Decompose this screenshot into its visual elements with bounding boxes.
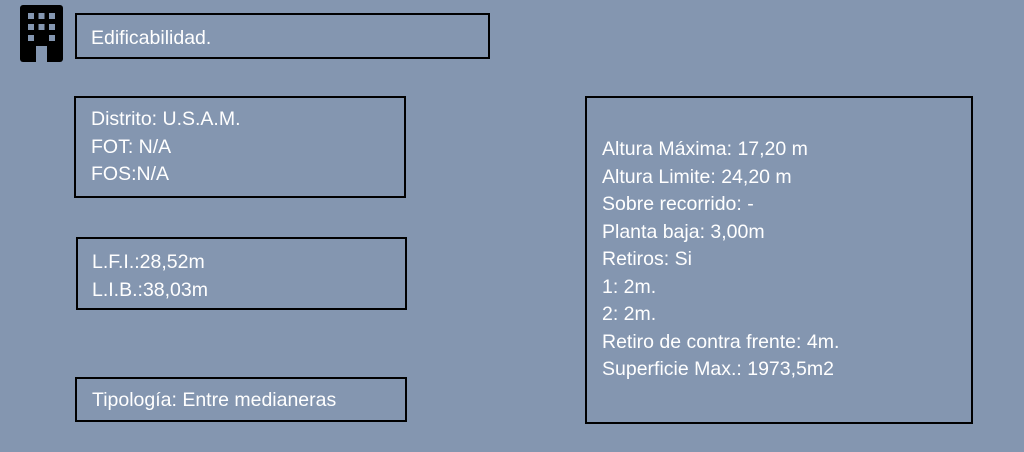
typology-text: Tipología: Entre medianeras	[92, 389, 337, 411]
fot-text: FOT: N/A	[91, 135, 172, 158]
lib-text: L.I.B.:38,03m	[92, 278, 208, 301]
retiro-contra-frente-text: Retiro de contra frente: 4m.	[602, 330, 840, 353]
limits-info-box: L.F.I.:28,52m L.I.B.:38,03m	[76, 237, 407, 310]
superficie-max-text: Superficie Max.: 1973,5m2	[602, 358, 834, 380]
fos-text: FOS:N/A	[91, 163, 170, 185]
building-params-box: Altura Máxima: 17,20 m Altura Limite: 24…	[585, 96, 973, 424]
zoning-info-box: Distrito: U.S.A.M. FOT: N/A FOS:N/A	[74, 96, 406, 198]
planta-baja-text: Planta baja: 3,00m	[602, 220, 765, 243]
distrito-text: Distrito: U.S.A.M.	[91, 108, 241, 130]
retiro-1-text: 1: 2m.	[602, 275, 657, 298]
typology-box: Tipología: Entre medianeras	[75, 377, 407, 422]
altura-limite-text: Altura Limite: 24,20 m	[602, 165, 792, 188]
retiro-2-text: 2: 2m.	[602, 303, 657, 325]
sobre-recorrido-text: Sobre recorrido: -	[602, 193, 754, 215]
retiros-text: Retiros: Si	[602, 248, 692, 270]
title-box: Edificabilidad.	[75, 13, 490, 59]
page-title: Edificabilidad.	[91, 27, 212, 49]
lfi-text: L.F.I.:28,52m	[92, 251, 205, 273]
altura-maxima-text: Altura Máxima: 17,20 m	[602, 138, 808, 160]
building-icon	[20, 5, 63, 62]
